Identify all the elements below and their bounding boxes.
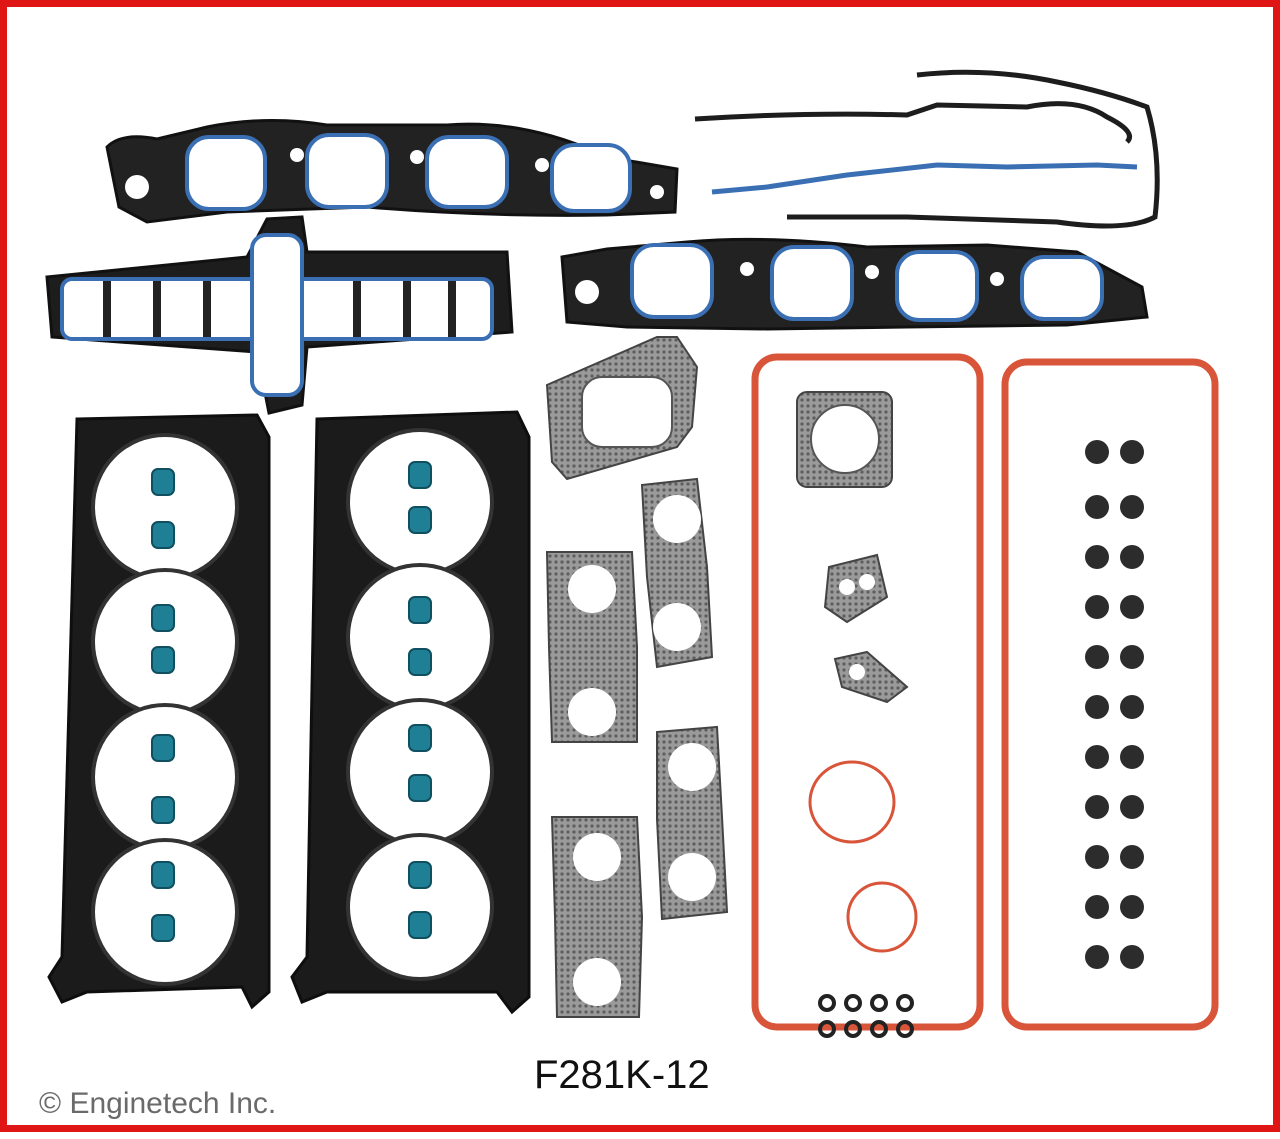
exhaust-port-openings <box>568 495 716 1006</box>
small-o-rings <box>818 994 914 1038</box>
gasket-kit-photo <box>45 69 1219 1038</box>
thermostat-housing-gasket <box>545 336 699 481</box>
intake-manifold-gasket-upper <box>105 118 679 224</box>
orange-o-ring-gaskets <box>808 760 918 953</box>
egr-gasket <box>833 650 909 704</box>
cylinder-head-gasket-right <box>290 410 531 1015</box>
cylinder-head-gasket-left <box>47 413 271 1010</box>
copyright-notice: © Enginetech Inc. <box>39 1087 277 1120</box>
valve-cover-gasket-left <box>751 353 984 1031</box>
valve-stem-seals <box>151 461 432 942</box>
part-number: F281K-12 <box>534 1053 710 1097</box>
timing-cover-gaskets <box>694 69 1160 229</box>
valve-cover-gasket-right <box>1001 358 1219 1031</box>
valve-cover-grommets <box>1085 440 1144 969</box>
plenum-gasket <box>45 215 514 415</box>
throttle-body-gasket <box>796 391 893 488</box>
intake-manifold-gasket-lower <box>560 237 1149 331</box>
iac-valve-gasket <box>823 553 889 624</box>
